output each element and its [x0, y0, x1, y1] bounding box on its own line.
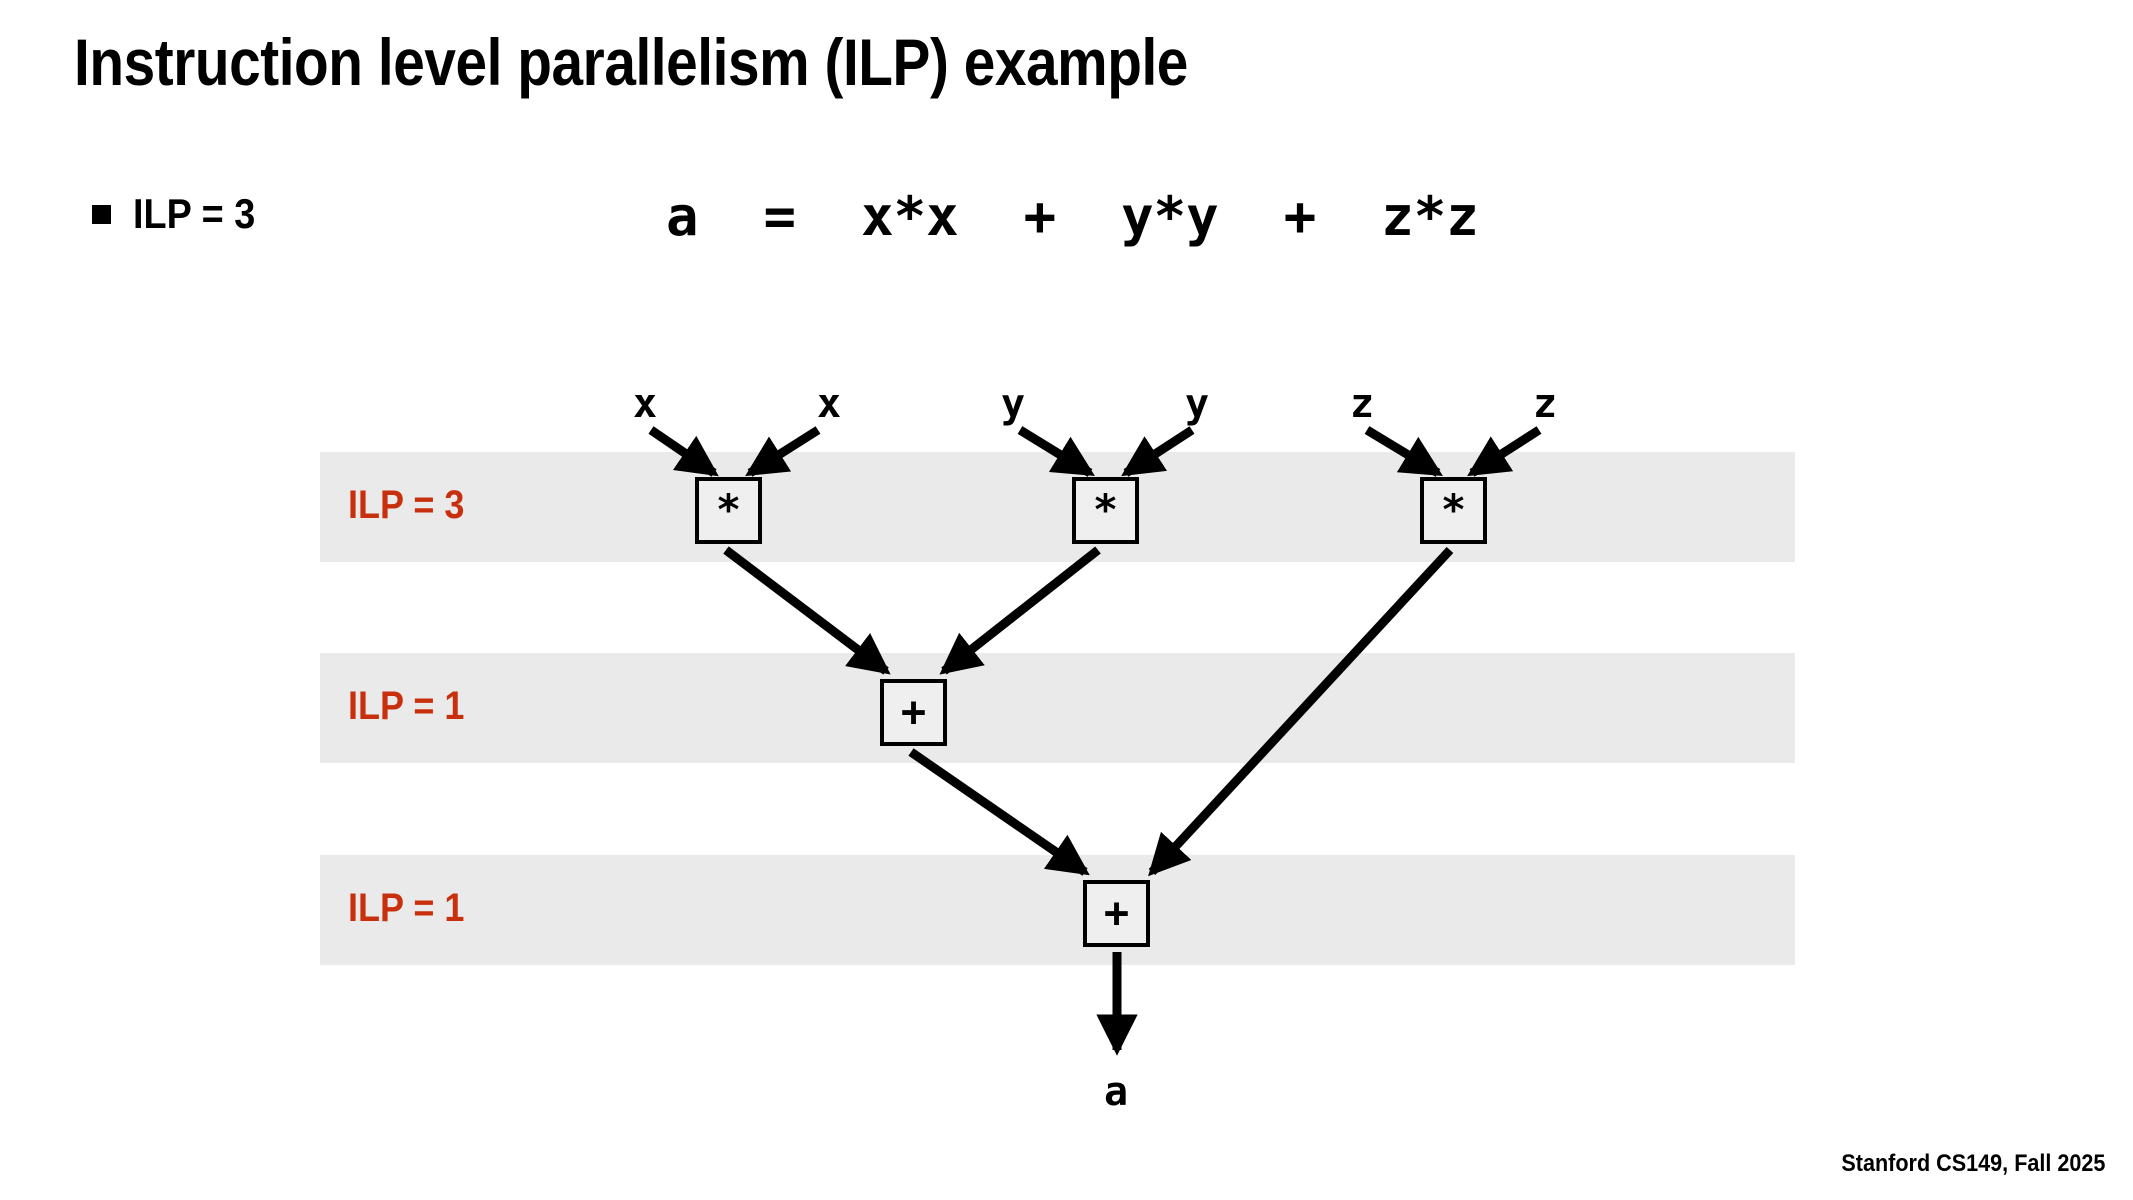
- ilp-row-band-3: [320, 855, 1795, 965]
- bullet-item-label: ILP = 3: [133, 190, 256, 237]
- operator-box-multiply-2: *: [1072, 477, 1139, 544]
- operator-box-add-1: +: [880, 679, 947, 746]
- input-label-z-1: z: [1350, 381, 1375, 427]
- input-label-z-2: z: [1533, 381, 1558, 427]
- slide-footer: Stanford CS149, Fall 2025: [1840, 1150, 2105, 1177]
- ilp-row-band-1: [320, 452, 1795, 562]
- page-title: Instruction level parallelism (ILP) exam…: [74, 25, 1188, 99]
- operator-symbol: +: [900, 686, 927, 736]
- arrow-add0-to-add1: [908, 748, 1090, 876]
- operator-symbol: *: [715, 484, 742, 534]
- ilp-row-label-3: ILP = 1: [348, 886, 465, 930]
- operator-box-add-2: +: [1083, 880, 1150, 947]
- bullet-item: ILP = 3: [92, 190, 269, 238]
- square-bullet-icon: [92, 204, 111, 224]
- operator-box-multiply-1: *: [695, 477, 762, 544]
- ilp-row-label-1: ILP = 3: [348, 483, 465, 527]
- ilp-row-band-2: [320, 653, 1795, 763]
- operator-symbol: +: [1103, 887, 1130, 937]
- ilp-row-label-2: ILP = 1: [348, 684, 465, 728]
- input-label-y-1: y: [1001, 381, 1026, 427]
- operator-symbol: *: [1440, 484, 1467, 534]
- output-label-a: a: [1104, 1069, 1129, 1115]
- operator-box-multiply-3: *: [1420, 477, 1487, 544]
- code-expression: a = x*x + y*y + z*z: [666, 185, 1479, 248]
- operator-symbol: *: [1092, 484, 1119, 534]
- input-label-y-2: y: [1185, 381, 1210, 427]
- input-label-x-2: x: [817, 381, 842, 427]
- input-label-x-1: x: [633, 381, 658, 427]
